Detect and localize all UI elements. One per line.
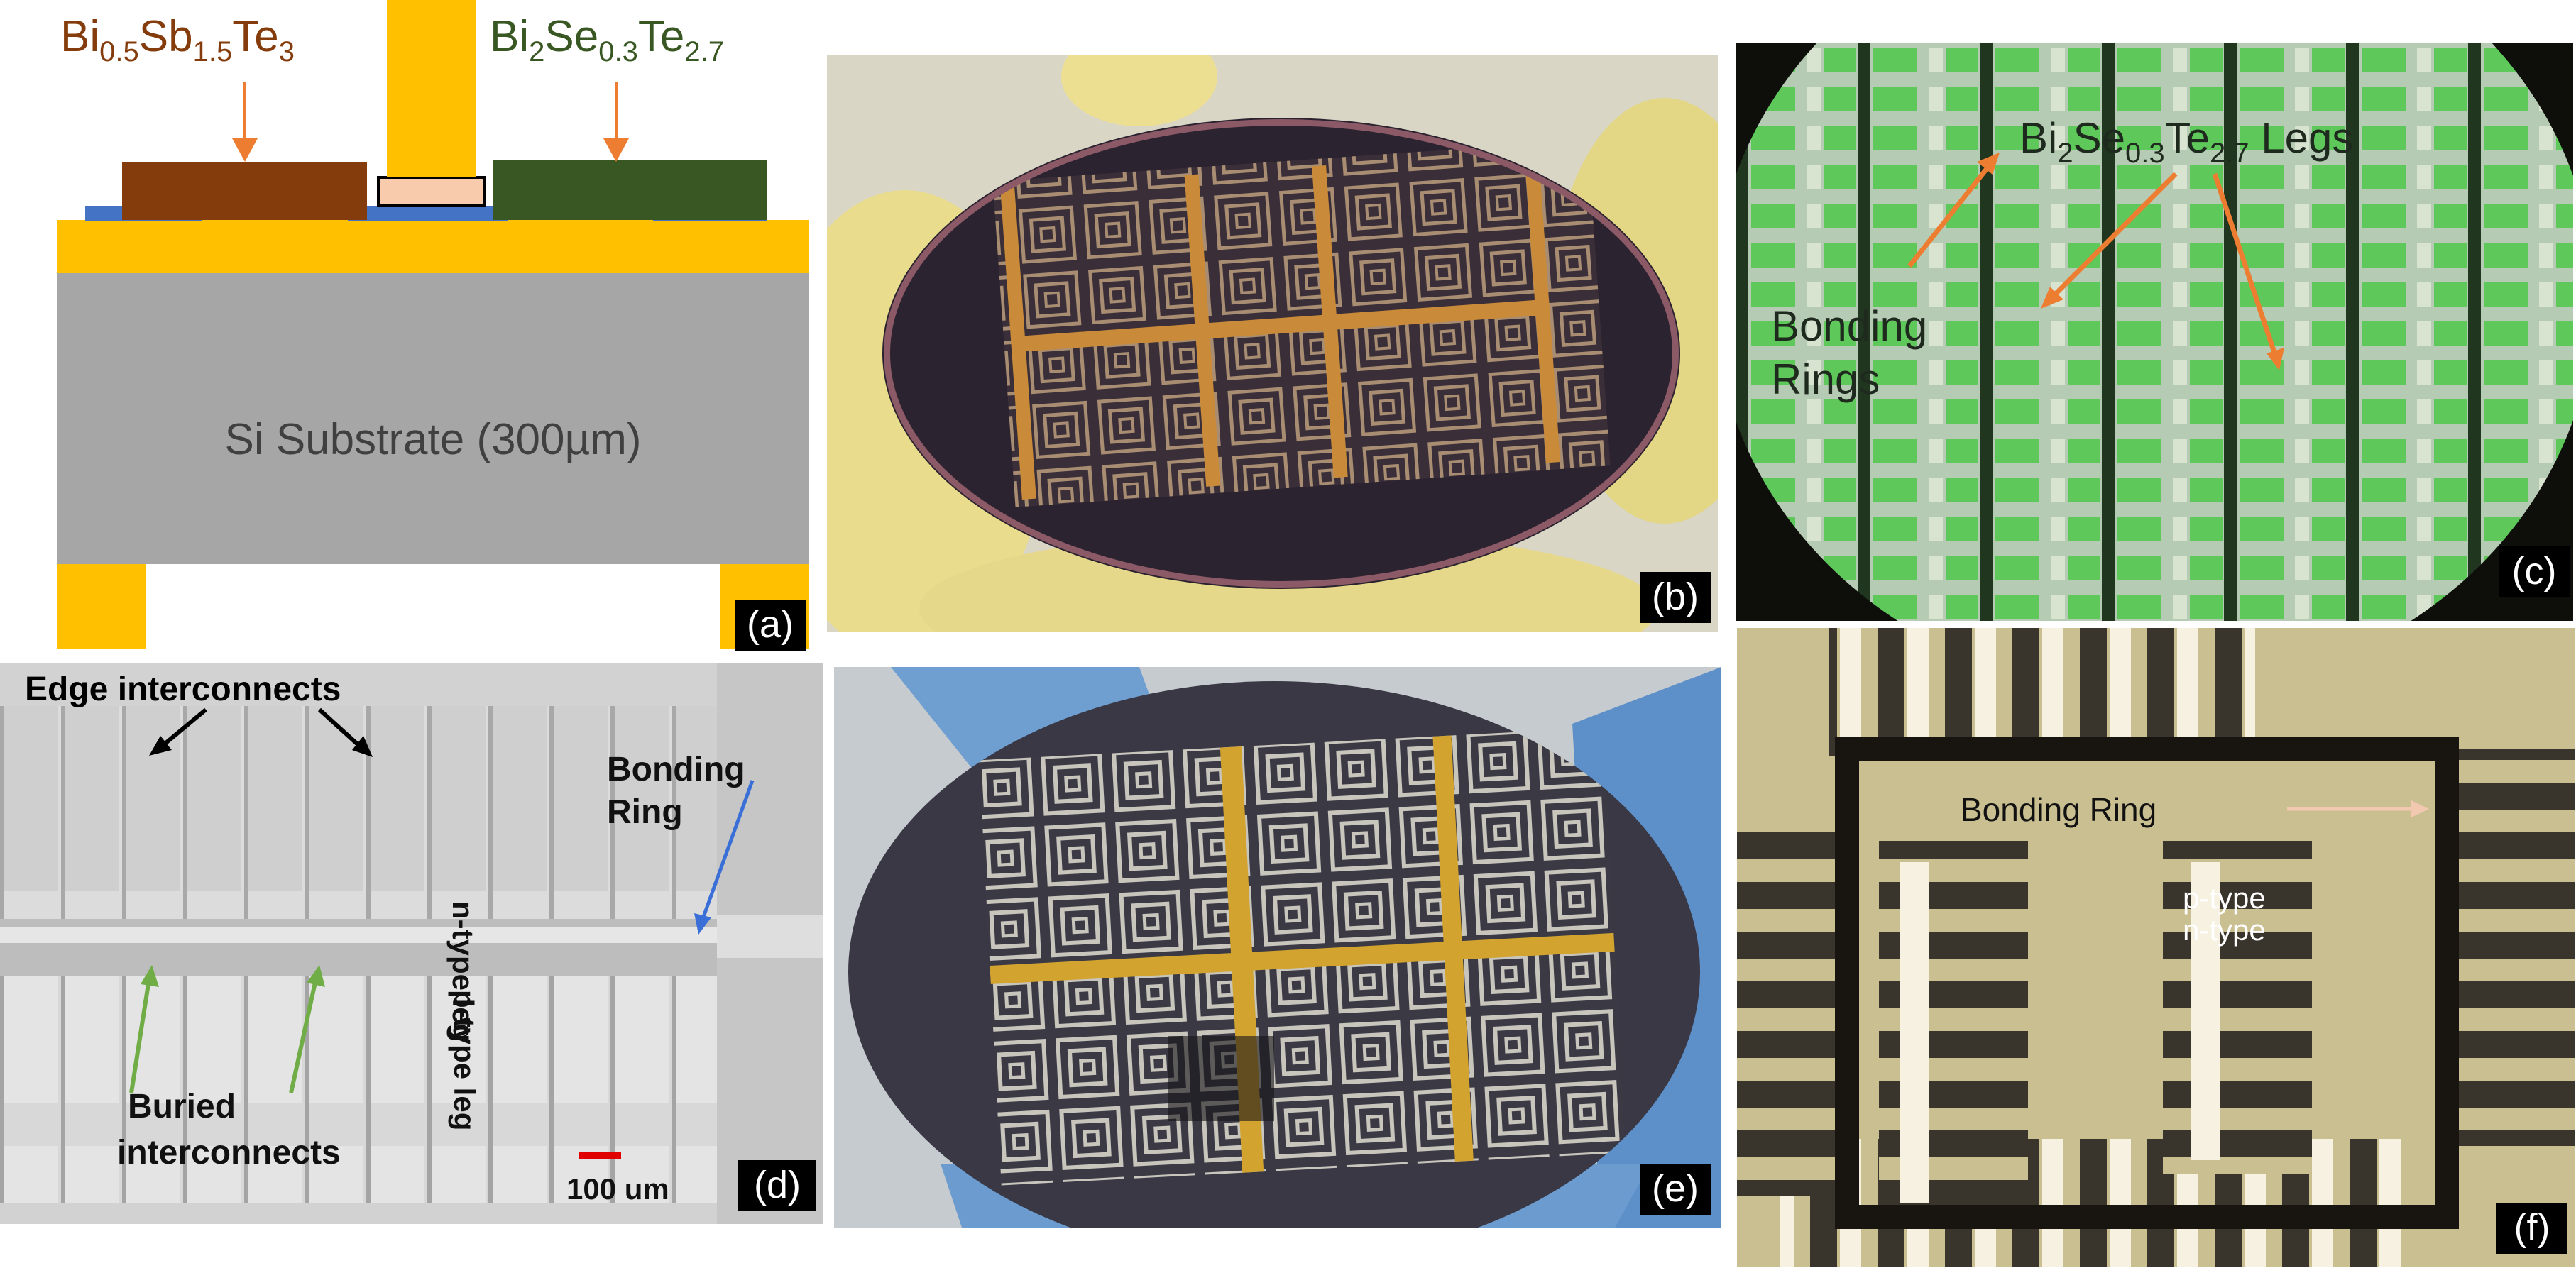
ring-arrow-d-head [694, 913, 711, 935]
edge-arrow-1 [162, 707, 207, 747]
edge-arrow-1-head [149, 736, 172, 756]
rings-label-c-2: Rings [1771, 355, 1880, 403]
bonding-ring-label-d-1: Bonding [607, 751, 745, 788]
panel-d-tag: (d) [738, 1160, 816, 1211]
cross-section-diagram: Bi0.5Sb1.5Te3 Bi2Se0.3Te2.7 Si Substrate… [57, 0, 809, 649]
scale-label: 100 um [566, 1172, 669, 1206]
legs-arrow-c-2-head [2267, 348, 2284, 370]
top-metal-layer [57, 220, 809, 273]
n-type-leg [493, 160, 767, 220]
legs-label-c: Bi2Se0.3Te2.7 Legs [2019, 114, 2353, 169]
buried-label-1: Buried [128, 1088, 236, 1125]
rings-label-c-1: Bonding [1771, 302, 1927, 350]
sem-image-d: Edge interconnects Bonding Ring n-type l… [0, 663, 823, 1224]
p-material-arrow-head [232, 138, 258, 162]
panel-b-tag: (b) [1640, 572, 1711, 623]
scale-bar [579, 1152, 621, 1159]
panel-c-tag: (c) [2499, 546, 2570, 597]
bonding-pad [377, 176, 486, 207]
legs-arrow-c-1 [2049, 172, 2178, 300]
buried-arrow-1-head [141, 965, 159, 987]
panel-a-tag: (a) [735, 600, 806, 651]
microscope-view-c: Bi2Se0.3Te2.7 Legs Bonding Rings [1736, 43, 2573, 621]
edge-arrow-2-head [352, 736, 373, 757]
buried-arrow-2-head [307, 965, 325, 987]
wafer-e-image [848, 667, 1721, 1228]
n-material-label: Bi2Se0.3Te2.7 [490, 12, 724, 67]
legs-arrow-c-2 [2212, 172, 2278, 356]
panel-e-wafer-photo: (e) [834, 667, 1721, 1228]
n-type-leg-label: n-type leg [446, 901, 480, 1042]
panel-c-microscope: Bi2Se0.3Te2.7 Legs Bonding Rings (c) [1736, 43, 2573, 621]
contact-middle [348, 206, 508, 221]
p-type-leg [122, 162, 367, 220]
panel-f-micrograph: Bonding Ring p-type n-type (f) [1737, 628, 2575, 1267]
panel-d-sem: Edge interconnects Bonding Ring n-type l… [0, 663, 823, 1224]
panel-e-tag: (e) [1640, 1164, 1711, 1215]
ring-arrow-c-head [1977, 153, 2000, 175]
ring-arrow-c [1907, 161, 1993, 268]
panel-f-tag: (f) [2496, 1203, 2567, 1254]
wafer-b-image [827, 55, 1718, 632]
metal-pillar [387, 0, 476, 177]
micrograph-f: Bonding Ring p-type n-type [1737, 628, 2575, 1267]
edge-interconnects-label: Edge interconnects [25, 671, 341, 708]
n-type-label-f: n-type [2183, 913, 2266, 947]
glove-thumb [1061, 55, 1217, 126]
substrate-label: Si Substrate (300µm) [224, 415, 641, 464]
bonding-ring-label-f: Bonding Ring [1961, 791, 2156, 828]
panel-b-wafer-photo: (b) [827, 55, 1718, 632]
n-material-arrow-head [603, 138, 629, 162]
edge-arrow-2 [317, 707, 361, 747]
legs-arrow-c-1-head [2041, 287, 2063, 309]
bottom-pad-left [57, 564, 146, 649]
bonding-ring-label-d-2: Ring [607, 793, 683, 831]
p-type-leg-label: p-type leg [448, 990, 481, 1130]
ring-arrow-d [701, 780, 755, 920]
panel-a-schematic: Bi0.5Sb1.5Te3 Bi2Se0.3Te2.7 Si Substrate… [0, 0, 823, 660]
p-type-label-f: p-type [2183, 881, 2266, 915]
buried-arrow-2 [289, 978, 318, 1093]
si-substrate [57, 273, 809, 564]
buried-label-2: interconnects [117, 1134, 341, 1171]
buried-arrow-1 [129, 978, 151, 1093]
ring-arrow-f-head [2411, 800, 2429, 817]
p-material-label: Bi0.5Sb1.5Te3 [60, 12, 295, 67]
bonding-ring-f [1835, 737, 2459, 1229]
